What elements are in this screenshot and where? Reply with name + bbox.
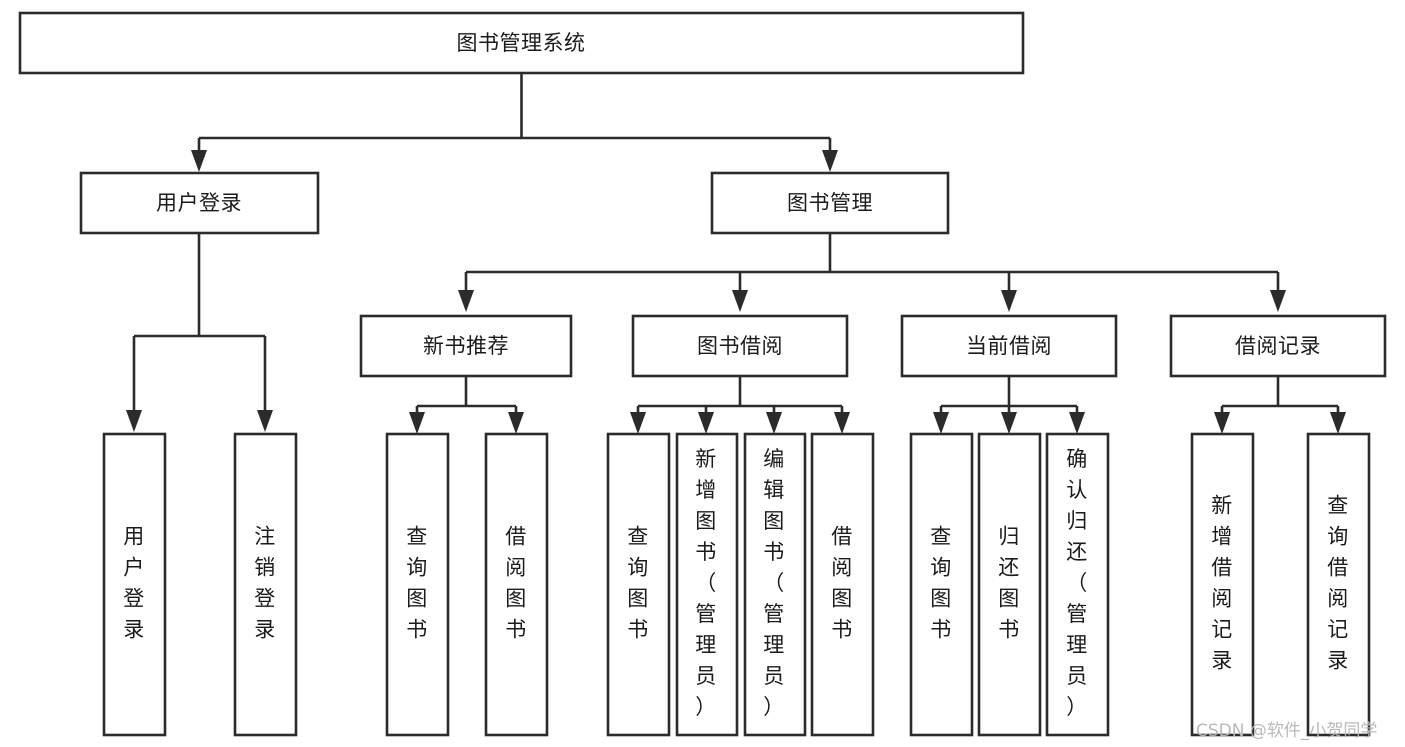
leaf-borrow-book-1[interactable]: 借阅图书 xyxy=(484,432,549,737)
arrow-icon-to-borrow-record xyxy=(1270,290,1286,312)
node-root[interactable]: 图书管理系统 xyxy=(18,11,1025,75)
leaf-query-book-1-label: 查询图书 xyxy=(406,525,428,642)
leaf-logout-login[interactable]: 注销登录 xyxy=(233,432,298,737)
arrow-icon-to-book-manage xyxy=(822,150,838,172)
csdn-watermark: CSDN @软件_小贺同学 xyxy=(1196,721,1378,741)
leaf-confirm-return-label: 确认归还（管理员） xyxy=(1066,447,1088,719)
leaf-add-record-box xyxy=(1190,432,1255,737)
node-borrow-record-label: 借阅记录 xyxy=(1235,334,1321,358)
leaf-user-login[interactable]: 用户登录 xyxy=(102,432,167,737)
arrow-icon-to-current-borrow xyxy=(1001,290,1017,312)
arrow-icon-to-new-book-recommend xyxy=(458,290,474,312)
leaf-query-record-box xyxy=(1306,432,1371,737)
connectors-new-book-recommend-to-leaves xyxy=(409,376,524,434)
leaf-user-login-label: 用户登录 xyxy=(123,525,145,642)
leaf-edit-book-label: 编辑图书（管理员） xyxy=(763,447,785,719)
leaf-query-record-label: 查询借阅记录 xyxy=(1327,494,1349,673)
arrow-icon-leaf-add-record xyxy=(1214,412,1230,434)
node-book-manage-box xyxy=(710,171,950,235)
leaf-query-book-3-label: 查询图书 xyxy=(930,525,952,642)
arrow-icon-leaf-query-record xyxy=(1330,412,1346,434)
leaf-user-login-box xyxy=(102,432,167,737)
node-root-box xyxy=(18,11,1025,75)
node-new-book-recommend-label: 新书推荐 xyxy=(423,334,509,358)
leaf-borrow-book-2-box xyxy=(810,432,875,737)
leaf-borrow-book-2-label: 借阅图书 xyxy=(831,525,853,642)
arrow-icon-leaf-query-book-2 xyxy=(630,412,646,434)
node-new-book-recommend[interactable]: 新书推荐 xyxy=(359,314,573,378)
leaf-query-record[interactable]: 查询借阅记录 xyxy=(1306,432,1371,737)
leaf-query-book-3-box xyxy=(909,432,974,737)
node-root-label: 图书管理系统 xyxy=(457,31,586,55)
node-book-borrow-label: 图书借阅 xyxy=(697,334,783,358)
leaf-query-book-2-label: 查询图书 xyxy=(627,525,649,642)
node-new-book-recommend-box xyxy=(359,314,573,378)
connectors-user-login-to-leaves xyxy=(126,233,273,432)
arrow-icon-leaf-edit-book xyxy=(766,412,782,434)
node-book-manage[interactable]: 图书管理 xyxy=(710,171,950,235)
leaf-edit-book[interactable]: 编辑图书（管理员） xyxy=(743,432,807,737)
node-book-borrow[interactable]: 图书借阅 xyxy=(631,314,849,378)
leaf-query-book-2-box xyxy=(606,432,671,737)
node-borrow-record-box xyxy=(1169,314,1387,378)
node-borrow-record[interactable]: 借阅记录 xyxy=(1169,314,1387,378)
arrow-icon-leaf-query-book-3 xyxy=(933,412,949,434)
leaf-confirm-return-box xyxy=(1045,432,1110,737)
node-current-borrow-label: 当前借阅 xyxy=(966,334,1052,358)
arrow-icon-leaf-user-login xyxy=(126,410,142,432)
node-user-login[interactable]: 用户登录 xyxy=(79,171,320,235)
leaf-add-book[interactable]: 新增图书（管理员） xyxy=(675,432,739,737)
arrow-icon-leaf-query-book-1 xyxy=(409,412,425,434)
arrow-icon-leaf-borrow-book-1 xyxy=(508,412,524,434)
arrow-icon-leaf-borrow-book-2 xyxy=(834,412,850,434)
arrow-icon-to-user-login xyxy=(191,150,207,172)
connectors-book-borrow-to-leaves xyxy=(630,376,850,434)
leaf-return-book-label: 归还图书 xyxy=(998,525,1020,642)
connectors-current-borrow-to-leaves xyxy=(933,376,1085,434)
connectors-borrow-record-to-leaves xyxy=(1214,376,1346,434)
node-user-login-box xyxy=(79,171,320,235)
leaf-add-book-box xyxy=(675,432,739,737)
node-user-login-label: 用户登录 xyxy=(156,191,242,215)
leaf-add-record[interactable]: 新增借阅记录 xyxy=(1190,432,1255,737)
leaf-logout-login-label: 注销登录 xyxy=(254,525,276,642)
node-book-borrow-box xyxy=(631,314,849,378)
leaf-borrow-book-1-label: 借阅图书 xyxy=(505,525,527,642)
leaf-query-book-1-box xyxy=(385,432,450,737)
arrow-icon-leaf-confirm-return xyxy=(1069,412,1085,434)
connectors-root-to-level2 xyxy=(191,73,838,172)
leaf-return-book[interactable]: 归还图书 xyxy=(977,432,1042,737)
arrow-icon-leaf-add-book xyxy=(698,412,714,434)
node-book-manage-label: 图书管理 xyxy=(787,191,873,215)
leaf-confirm-return[interactable]: 确认归还（管理员） xyxy=(1045,432,1110,737)
arrow-icon-leaf-return-book xyxy=(1001,412,1017,434)
leaf-borrow-book-2[interactable]: 借阅图书 xyxy=(810,432,875,737)
node-current-borrow[interactable]: 当前借阅 xyxy=(900,314,1118,378)
leaf-borrow-book-1-box xyxy=(484,432,549,737)
leaf-add-book-label: 新增图书（管理员） xyxy=(695,447,717,719)
leaf-add-record-label: 新增借阅记录 xyxy=(1211,494,1233,673)
leaf-query-book-1[interactable]: 查询图书 xyxy=(385,432,450,737)
leaf-return-book-box xyxy=(977,432,1042,737)
arrow-icon-to-book-borrow xyxy=(732,290,748,312)
node-current-borrow-box xyxy=(900,314,1118,378)
leaf-query-book-3[interactable]: 查询图书 xyxy=(909,432,974,737)
leaf-query-book-2[interactable]: 查询图书 xyxy=(606,432,671,737)
arrow-icon-leaf-logout-login xyxy=(257,410,273,432)
leaf-logout-login-box xyxy=(233,432,298,737)
connectors-book-manage-to-level3 xyxy=(458,233,1286,312)
leaf-edit-book-box xyxy=(743,432,807,737)
